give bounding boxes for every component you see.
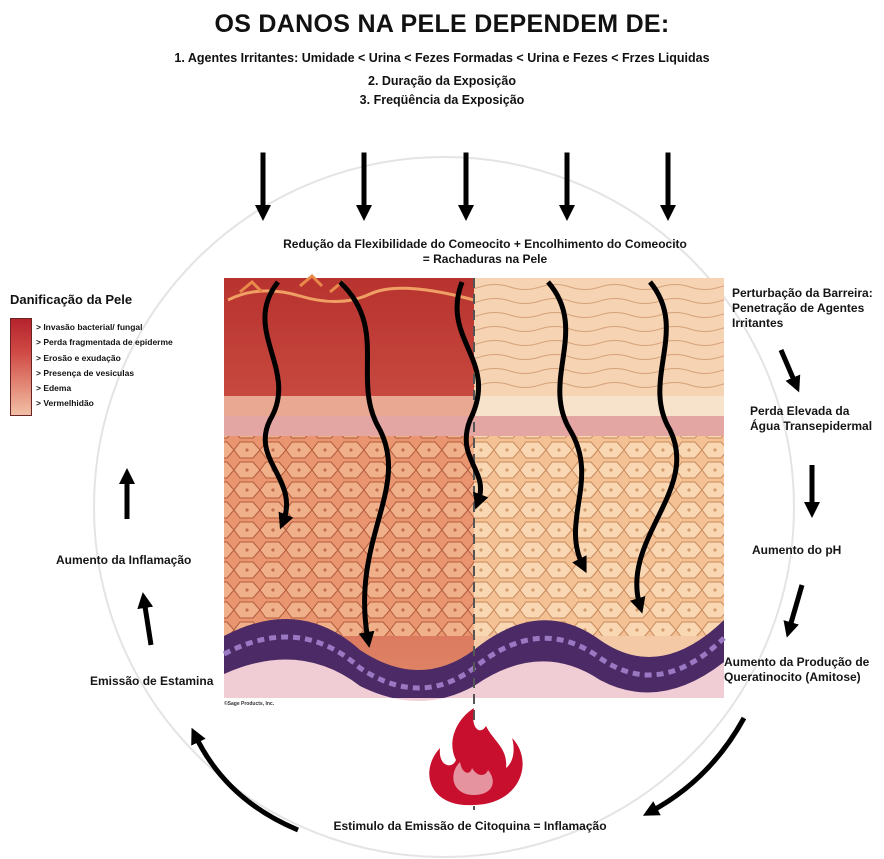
legend-item: > Vermelhidão	[36, 396, 173, 411]
label-cytokine-emission: Estimulo da Emissão de Citoquina = Infla…	[280, 819, 660, 834]
label-barrier-disruption: Perturbação da Barreira: Penetração de A…	[732, 286, 882, 331]
legend-item: > Invasão bacterial/ fungal	[36, 320, 173, 335]
legend-item: > Erosão e exudação	[36, 351, 173, 366]
down-arrow-icon	[263, 155, 668, 213]
legend-item: > Presença de vesiculas	[36, 366, 173, 381]
label-skin-cracks: Redução da Flexibilidade do Comeocito + …	[250, 237, 720, 267]
legend-item: > Perda fragmentada de epiderme	[36, 335, 173, 350]
flame-icon	[429, 708, 522, 805]
legend-item: > Edema	[36, 381, 173, 396]
legend-list: > Invasão bacterial/ fungal > Perda frag…	[36, 320, 173, 412]
label-keratinocyte-production: Aumento da Produção de Queratinocito (Am…	[724, 655, 882, 685]
copyright-note: ©Sage Products, Inc.	[224, 701, 274, 707]
legend-gradient-bar	[10, 318, 32, 416]
label-estamina-emission: Emissão de Estamina	[90, 674, 240, 689]
legend-title: Danificação da Pele	[10, 292, 132, 307]
label-water-loss: Perda Elevada da Água Transepidermal	[750, 404, 880, 434]
label-inflammation-increase: Aumento da Inflamação	[56, 553, 226, 568]
label-ph-increase: Aumento do pH	[752, 543, 872, 558]
